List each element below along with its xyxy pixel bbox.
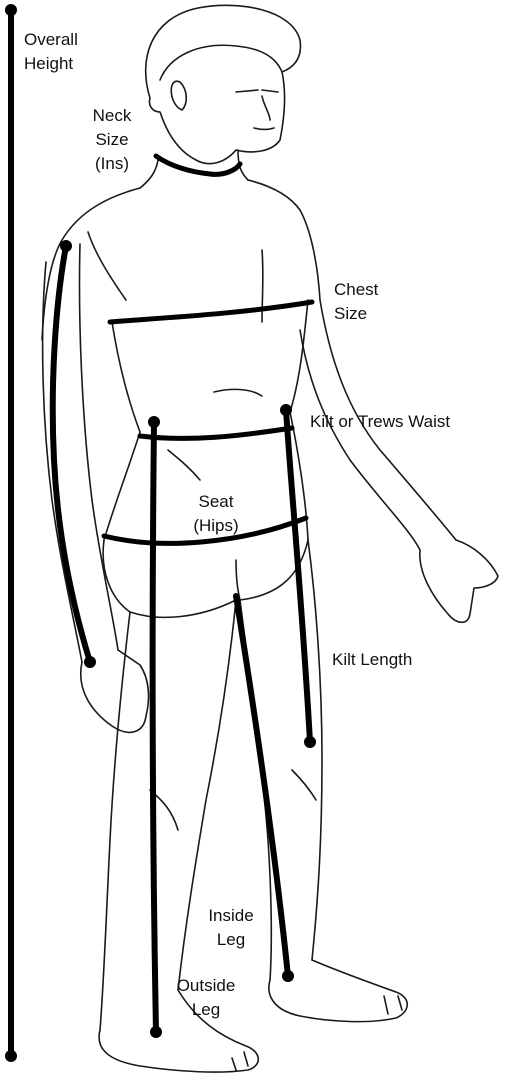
overall-height-label: Overall Height (24, 28, 78, 76)
sleeve-right (88, 232, 126, 300)
seat-label-line1: Seat (180, 490, 252, 514)
kilt-length-label: Kilt Length (332, 648, 412, 672)
arm-measure-line (53, 246, 90, 662)
face-features (236, 90, 278, 130)
inside-leg-label-line2: Leg (196, 928, 266, 952)
hair-line (160, 45, 282, 80)
kilt-length-top-dot (280, 404, 292, 416)
outside-leg-top-dot (148, 416, 160, 428)
overall-height-label-line1: Overall (24, 28, 78, 52)
outside-leg-label-line1: Outside (160, 974, 252, 998)
chest-measure-line (110, 302, 312, 322)
outside-leg-label-line2: Leg (160, 998, 252, 1022)
overall-height-top-dot (5, 4, 17, 16)
overall-height-label-line2: Height (24, 52, 78, 76)
neck-size-label-line1: Neck (82, 104, 142, 128)
kilt-length-bottom-dot (304, 736, 316, 748)
kilt-waist-label: Kilt or Trews Waist (310, 410, 450, 434)
torso-left (112, 322, 140, 432)
overall-height-bottom-dot (5, 1050, 17, 1062)
arm-bottom-dot (84, 656, 96, 668)
outside-leg-bottom-dot (150, 1026, 162, 1038)
measurement-lines (5, 4, 316, 1062)
arm-top-dot (60, 240, 72, 252)
neck-size-label: Neck Size (Ins) (82, 104, 142, 176)
outside-leg-line (153, 422, 156, 1032)
inside-leg-bottom-dot (282, 970, 294, 982)
chest-size-label: Chest Size (334, 278, 378, 326)
ear (171, 81, 186, 110)
seat-label: Seat (Hips) (180, 490, 252, 538)
knee-lines (150, 770, 316, 830)
head-outline (146, 5, 301, 163)
chest-line (214, 250, 263, 396)
seat-label-line2: (Hips) (180, 514, 252, 538)
kilt-length-line (286, 410, 310, 742)
outside-leg-label: Outside Leg (160, 974, 252, 1022)
right-hand (420, 540, 498, 622)
waist-measure-line (140, 428, 292, 438)
inside-leg-label: Inside Leg (196, 904, 266, 952)
neck-size-label-line2: Size (82, 128, 142, 152)
chest-size-label-line1: Chest (334, 278, 378, 302)
chest-size-label-line2: Size (334, 302, 378, 326)
neck-size-label-line3: (Ins) (82, 152, 142, 176)
inside-leg-label-line1: Inside (196, 904, 266, 928)
left-leg (100, 600, 236, 1030)
